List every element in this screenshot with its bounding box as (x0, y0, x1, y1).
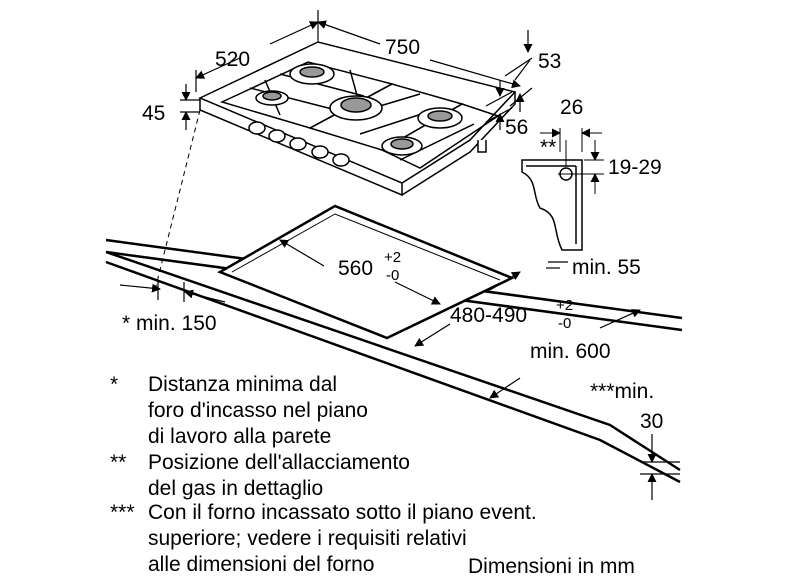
worktop-front-bottom (105, 260, 681, 484)
cutout-inner-edge (231, 213, 501, 281)
dim-cutout-depth-tol-minus: -0 (558, 315, 571, 332)
note-line: del gas in dettaglio (148, 477, 324, 500)
note-line: Con il forno incassato sotto il piano ev… (148, 501, 537, 524)
note-mark: ** (110, 451, 127, 474)
hob-right-edge (401, 92, 516, 196)
gas-detail-marker: ** (540, 136, 556, 159)
note-line: foro d'incasso nel piano (148, 399, 368, 422)
note-line: di lavoro alla parete (148, 425, 332, 448)
dimension-lines (119, 10, 680, 500)
dim-min-thickness-label: ***min. (590, 380, 654, 403)
gas-connection-stub (477, 140, 487, 153)
dim-26: 26 (560, 96, 583, 119)
dim-cutout-width-tol-plus: +2 (384, 249, 401, 266)
units-label: Dimensioni in mm (468, 555, 635, 578)
burner-center-wok (329, 95, 383, 121)
gas-connection-detail (521, 128, 604, 251)
dim-cutout-width: 560 (338, 257, 373, 280)
burner-front-right (381, 136, 423, 156)
dim-min-thickness-value: 30 (640, 410, 663, 433)
burner-left (255, 90, 289, 106)
dim-45: 45 (142, 102, 165, 125)
dim-cutout-depth: 480-490 (450, 304, 527, 327)
note-mark: *** (110, 501, 135, 524)
worktop-drawing (105, 20, 683, 484)
note-line: Posizione dell'allacciamento (148, 451, 410, 474)
note-line: alle dimensioni del forno (148, 553, 375, 576)
dim-56: 56 (505, 116, 528, 139)
hob-drawing (198, 41, 517, 197)
dim-750: 750 (385, 36, 420, 59)
dim-min-600: min. 600 (530, 340, 611, 363)
control-knobs (248, 121, 350, 167)
dim-19-29: 19-29 (608, 156, 662, 179)
dim-cutout-depth-tol-plus: +2 (556, 297, 573, 314)
note-mark: * (110, 373, 119, 396)
burner-rear-left (289, 63, 335, 85)
dim-520: 520 (215, 48, 250, 71)
note-line: Distanza minima dal (148, 373, 338, 396)
dim-cutout-width-tol-minus: -0 (386, 267, 399, 284)
hob-front-edge (199, 98, 403, 197)
note-line: superiore; vedere i requisiti relativi (148, 527, 467, 550)
dim-min-55: min. 55 (572, 256, 641, 279)
dimension-labels: 520 750 53 45 56 26 ** 19-29 560 +2 -0 4… (122, 36, 663, 433)
burner-right (417, 107, 463, 129)
worktop-front-left (105, 250, 681, 472)
dim-min-150: * min. 150 (122, 312, 217, 335)
dim-53: 53 (538, 50, 561, 73)
